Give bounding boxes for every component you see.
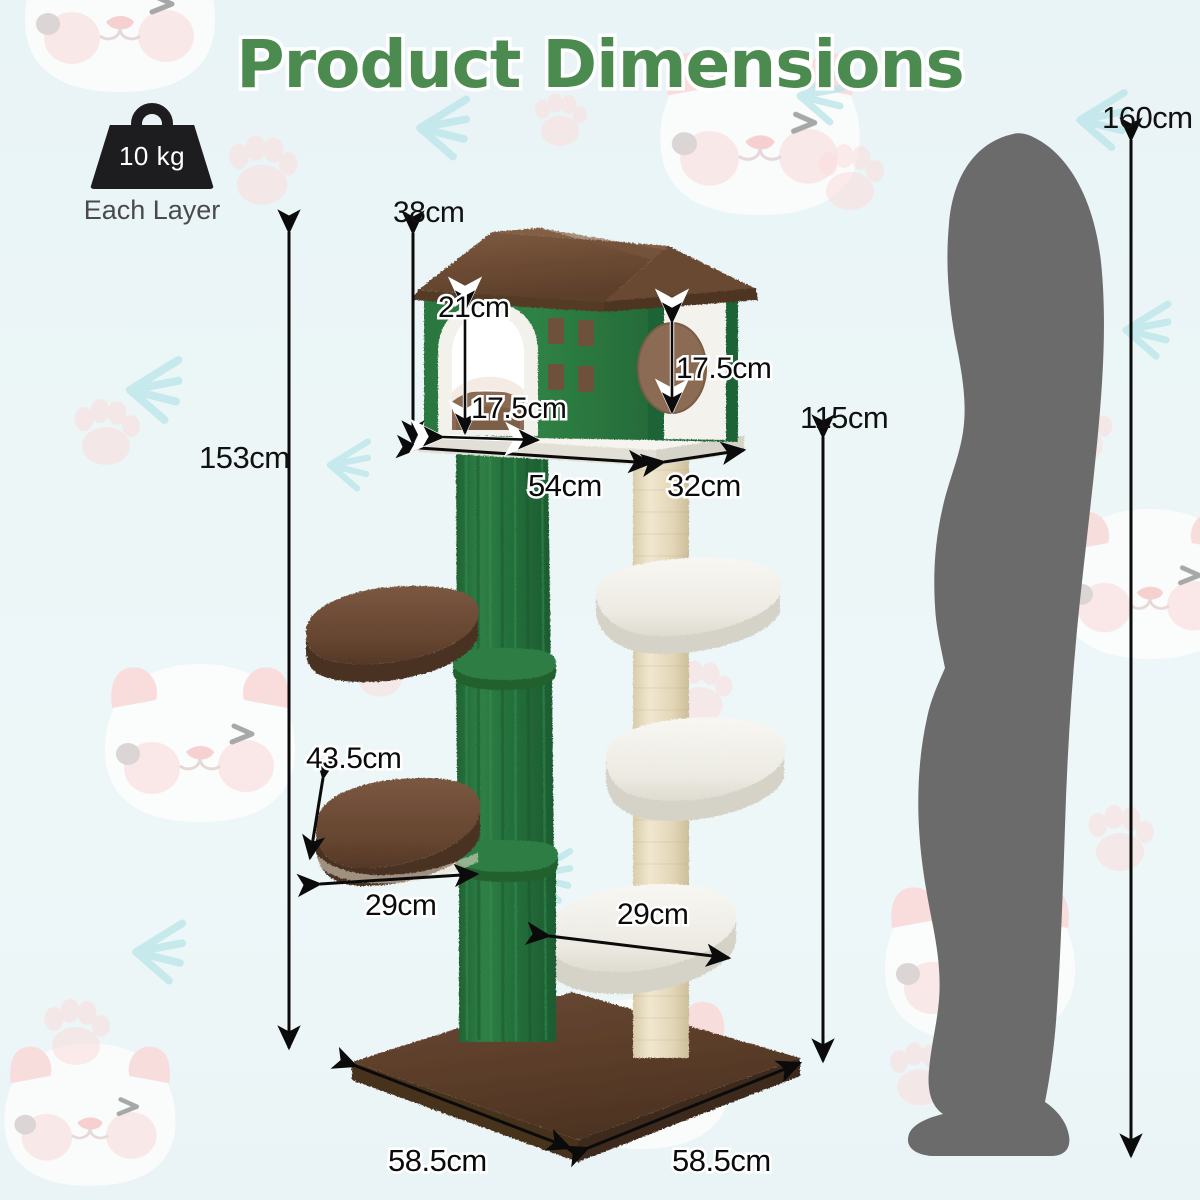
weight-icon: 10 kg: [90, 103, 214, 189]
arrow-base-left: [330, 1046, 573, 1151]
white-platform-upper: [596, 557, 782, 655]
label-base-side: 58.5cm: [670, 1141, 774, 1181]
weight-capacity-badge: 10 kg Each Layer: [62, 103, 242, 226]
label-house-base-side: 32cm: [665, 466, 744, 506]
label-white-platform-width: 29cm: [614, 896, 691, 934]
label-arch-height: 21cm: [435, 289, 512, 327]
label-platform-depth: 43.5cm: [303, 740, 404, 778]
weight-caption: Each Layer: [83, 195, 221, 225]
weight-value: 10 kg: [118, 141, 186, 171]
arrow-platform-depth: [302, 753, 339, 861]
brown-platform-upper: [306, 585, 479, 683]
label-hole-height: 17.5cm: [673, 350, 774, 388]
label-brown-platform-width: 29cm: [362, 887, 439, 925]
label-base-front: 58.5cm: [386, 1141, 490, 1181]
white-platform-middle: [606, 717, 786, 821]
arrow-brown-platform-width: [296, 863, 480, 898]
label-person-height: 160cm: [1102, 100, 1193, 135]
label-platform-height: 115cm: [800, 400, 889, 435]
label-arch-width: 17.5cm: [468, 390, 569, 428]
arrow-house-base-side: [639, 441, 747, 477]
label-house-height: 38cm: [393, 196, 465, 229]
cactus-post: [453, 452, 558, 1043]
weight-icon-body: [90, 125, 214, 189]
label-house-base-front: 54cm: [526, 466, 605, 506]
label-total-height: 153cm: [199, 440, 290, 475]
arrow-white-platform-width: [524, 921, 732, 967]
window-squares: [548, 318, 594, 392]
